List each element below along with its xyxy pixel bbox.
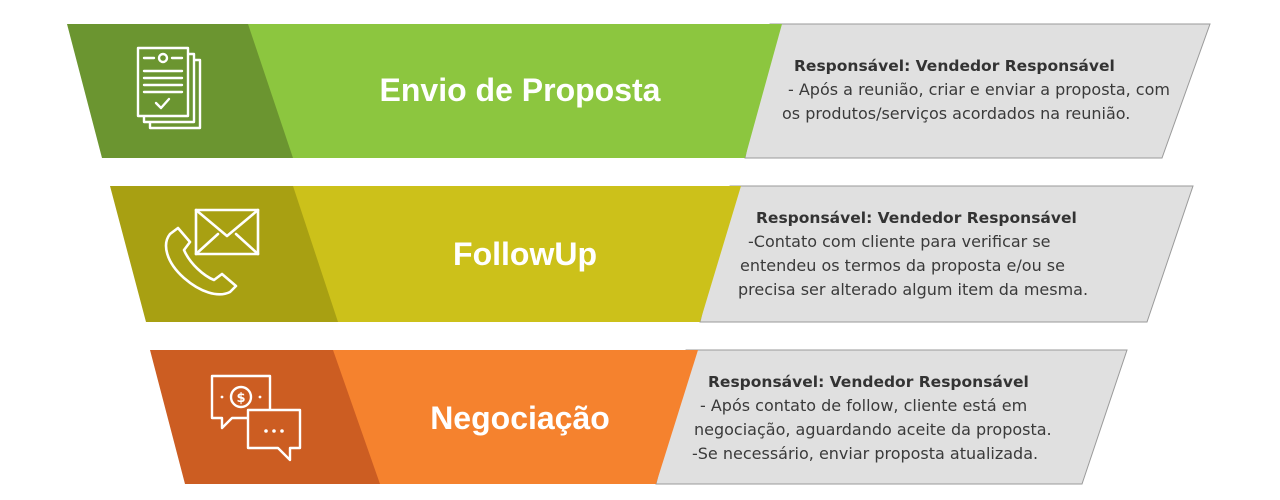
stage-2-description: Responsável: Vendedor Responsável -Conta… [738,206,1088,302]
phone-envelope-icon [164,208,260,296]
stage-3-line-1: - Após contato de follow, cliente está e… [700,396,1028,415]
stage-3-responsible: Responsável: Vendedor Responsável [708,373,1029,391]
stage-2-main-band [285,186,741,322]
stage-2-line-1: -Contato com cliente para verificar se [748,232,1051,251]
stage-1-title: Envio de Proposta [379,72,661,108]
stage-2-line-2: entendeu os termos da proposta e/ou se [740,256,1065,275]
stage-1-line-2: os produtos/serviços acordados na reuniã… [782,104,1131,123]
document-checklist-icon [136,46,202,130]
stage-3-line-3: -Se necessário, enviar proposta atualiza… [692,444,1039,463]
stage-3-description: Responsável: Vendedor Responsável - Após… [692,370,1052,466]
stage-2-band [110,185,1194,323]
stage-3-title: Negociação [430,400,610,436]
stage-3-main-band [325,350,698,484]
stage-1-line-1: - Após a reunião, criar e enviar a propo… [788,80,1170,99]
svg-text:$: $ [236,391,245,406]
stage-2-line-3: precisa ser alterado algum item da mesma… [738,280,1089,299]
stage-1-responsible: Responsável: Vendedor Responsável [794,57,1115,75]
chat-money-icon: $ [210,374,302,462]
stage-3-line-2: negociação, aguardando aceite da propost… [694,420,1052,439]
stage-1-main-band [240,24,782,158]
stage-1-description: Responsável: Vendedor Responsável - Após… [782,54,1170,126]
stage-2-responsible: Responsável: Vendedor Responsável [756,209,1077,227]
stage-2-title: FollowUp [453,236,597,272]
